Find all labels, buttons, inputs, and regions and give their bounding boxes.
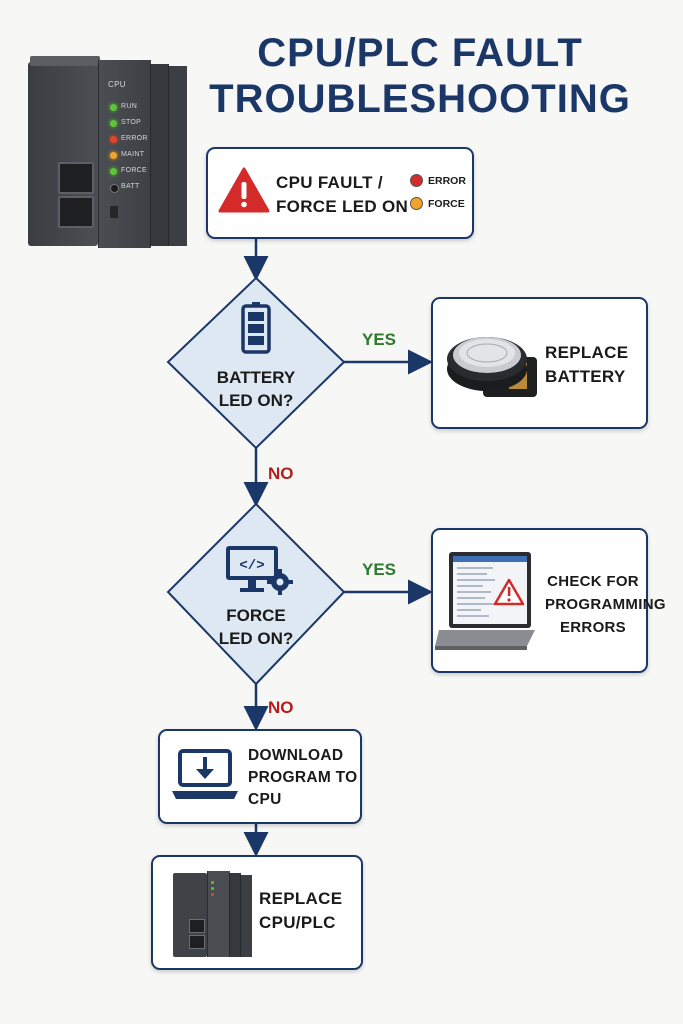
plc-led-label: MAINT bbox=[121, 151, 145, 158]
start-box: CPU FAULT / FORCE LED ON ERROR FORCE bbox=[206, 147, 474, 239]
plc-led-label: ERROR bbox=[121, 135, 148, 142]
plc-icon bbox=[173, 869, 252, 957]
no-label-2: NO bbox=[268, 698, 294, 717]
plc-led-error bbox=[110, 136, 117, 143]
download-line-3: CPU bbox=[248, 791, 282, 808]
no-label-1: NO bbox=[268, 464, 294, 483]
replace-cpu-box: REPLACE CPU/PLC bbox=[151, 855, 363, 970]
decision-1-text: BATTERY LED ON? bbox=[181, 366, 331, 412]
download-line-2: PROGRAM TO bbox=[248, 769, 358, 786]
plc-led-label: FORCE bbox=[121, 167, 147, 174]
led-indicator-icon bbox=[410, 197, 423, 210]
plc-led-label: BATT bbox=[121, 183, 140, 190]
ethernet-port-icon bbox=[58, 196, 94, 228]
warning-icon bbox=[218, 167, 270, 213]
legend-label: FORCE bbox=[428, 197, 465, 210]
decision-1-line-2: LED ON? bbox=[218, 391, 294, 410]
decision-2-text: FORCE LED ON? bbox=[181, 604, 331, 650]
plc-led-maint bbox=[110, 152, 117, 159]
monitor-code-gear-icon: </> bbox=[226, 546, 293, 595]
plc-led-batt bbox=[110, 184, 119, 193]
ethernet-port-icon bbox=[58, 162, 94, 194]
replace-battery-line-1: REPLACE bbox=[545, 343, 629, 362]
yes-label-1: YES bbox=[362, 330, 397, 349]
plc-led-run bbox=[110, 104, 117, 111]
check-errors-line-1: CHECK FOR bbox=[547, 573, 639, 590]
legend-item: FORCE bbox=[410, 197, 465, 210]
plc-led-label: STOP bbox=[121, 119, 142, 126]
check-errors-line-2: PROGRAMMING bbox=[545, 596, 666, 613]
plc-led-force bbox=[110, 168, 117, 175]
laptop-warning-icon bbox=[435, 552, 535, 650]
decision-2-line-2: LED ON? bbox=[218, 629, 294, 648]
decision-1-line-1: BATTERY bbox=[216, 368, 296, 387]
start-line-2: FORCE LED ON bbox=[276, 197, 409, 216]
replace-battery-line-2: BATTERY bbox=[545, 367, 626, 386]
replace-cpu-line-2: CPU/PLC bbox=[259, 913, 336, 932]
legend-label: ERROR bbox=[428, 174, 466, 187]
battery-icon bbox=[241, 302, 271, 354]
replace-battery-box: REPLACE BATTERY bbox=[431, 297, 648, 429]
download-box: DOWNLOAD PROGRAM TO CPU bbox=[158, 729, 362, 824]
plc-label: CPU bbox=[108, 80, 126, 89]
check-errors-box: CHECK FOR PROGRAMMING ERRORS bbox=[431, 528, 666, 673]
page-title: CPU/PLC FAULT TROUBLESHOOTING bbox=[200, 30, 640, 122]
plc-image: CPU RUN STOP ERROR MAINT FORCE BATT bbox=[28, 56, 188, 252]
title-line-2: TROUBLESHOOTING bbox=[209, 77, 631, 121]
legend-item: ERROR bbox=[410, 174, 466, 187]
plc-led-label: RUN bbox=[121, 103, 138, 110]
download-line-1: DOWNLOAD bbox=[248, 747, 344, 764]
svg-text:</>: </> bbox=[239, 558, 264, 574]
title-line-1: CPU/PLC FAULT bbox=[257, 31, 583, 75]
start-line-1: CPU FAULT / bbox=[276, 173, 383, 192]
led-indicator-icon bbox=[410, 174, 423, 187]
plc-led-stop bbox=[110, 120, 117, 127]
laptop-download-icon bbox=[172, 749, 238, 799]
coin-cell-battery-icon bbox=[447, 337, 537, 397]
replace-cpu-line-1: REPLACE bbox=[259, 889, 343, 908]
decision-2-line-1: FORCE bbox=[226, 606, 286, 625]
check-errors-line-3: ERRORS bbox=[560, 619, 626, 636]
yes-label-2: YES bbox=[362, 560, 397, 579]
